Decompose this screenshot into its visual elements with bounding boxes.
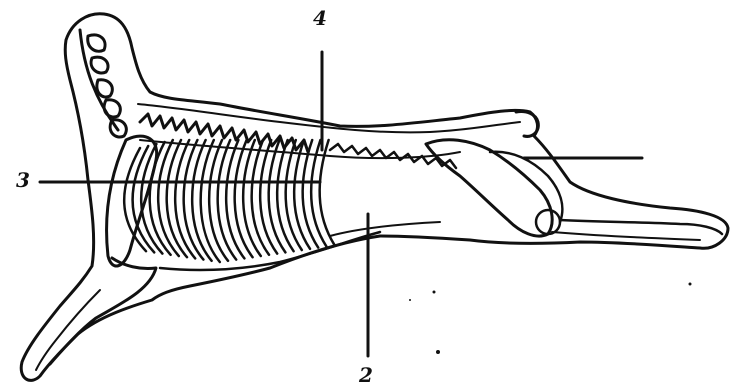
print-specks xyxy=(409,283,692,355)
carcass-outline xyxy=(21,14,728,381)
neck-vertebrae xyxy=(80,30,126,137)
foreleg-inner xyxy=(36,290,100,370)
foreleg xyxy=(50,258,156,364)
leader-lines xyxy=(40,52,642,356)
hind-leg-bone xyxy=(560,220,722,234)
callout-label-3: 3 xyxy=(16,170,30,190)
flank-line xyxy=(330,222,440,236)
callout-label-2: 2 xyxy=(359,365,373,385)
tail-stub xyxy=(516,111,538,136)
knee-joint xyxy=(536,210,560,234)
callout-label-4: 4 xyxy=(313,8,327,28)
spine-zigzag xyxy=(140,114,308,152)
belly-line xyxy=(160,232,380,270)
hind-leg-bone-lower xyxy=(552,232,700,240)
